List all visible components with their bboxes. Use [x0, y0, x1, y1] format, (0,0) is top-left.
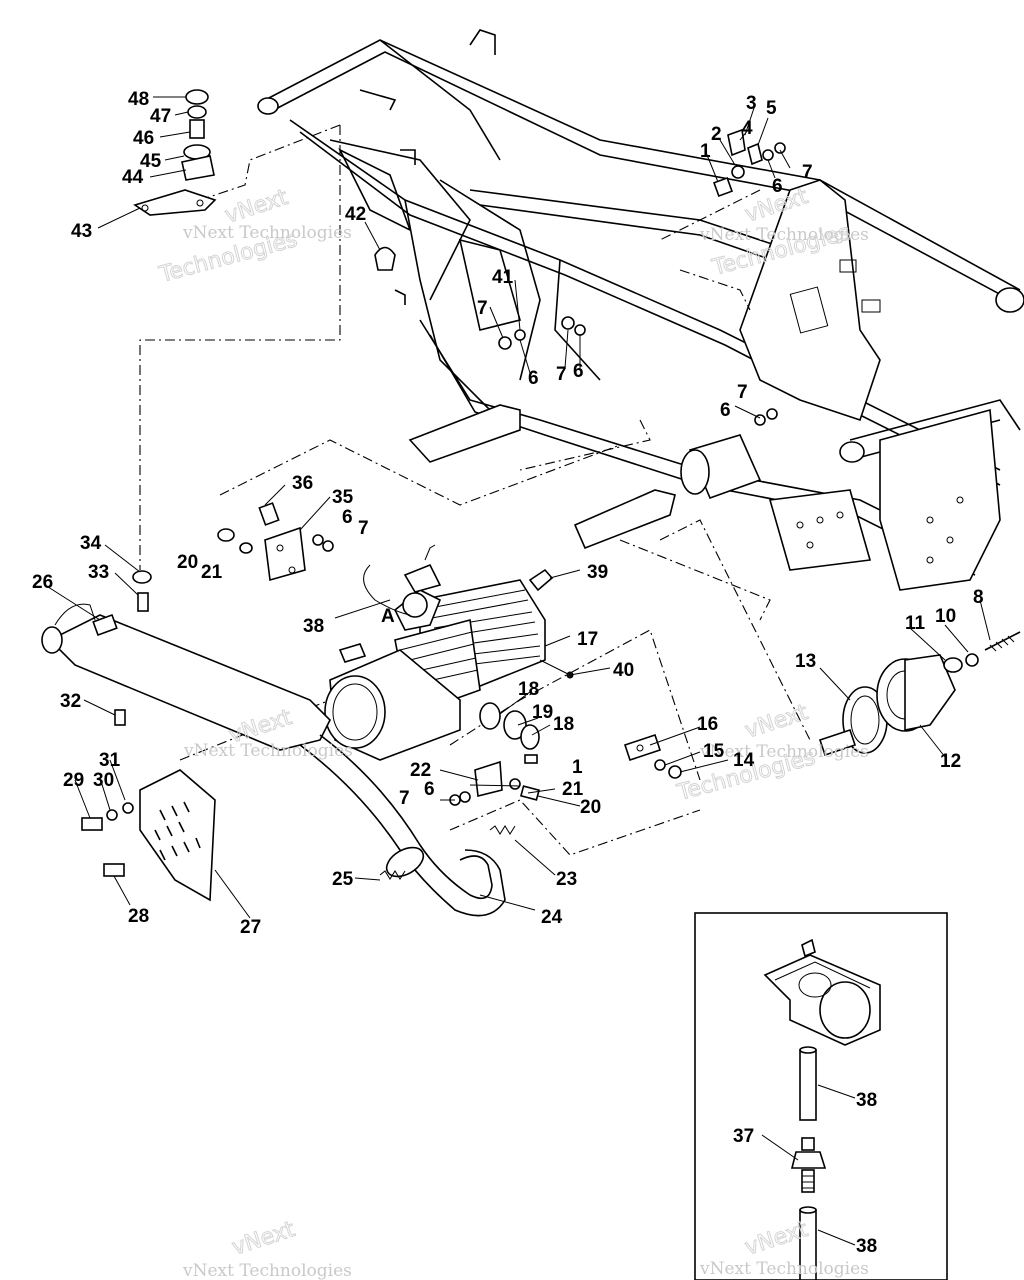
- callout-7-right: 7: [737, 382, 748, 403]
- callout-19: 19: [532, 702, 553, 723]
- callout-26: 26: [32, 572, 53, 593]
- callout-37: 37: [733, 1126, 754, 1147]
- callout-1-lower: 1: [572, 757, 583, 778]
- hardware-items: [81, 89, 786, 877]
- callout-44: 44: [122, 167, 144, 188]
- callout-5: 5: [766, 98, 777, 119]
- callout-22: 22: [410, 760, 431, 781]
- callout-6-right: 6: [720, 400, 731, 421]
- watermark-vnext-4: vNext: [742, 700, 811, 744]
- callout-27: 27: [240, 917, 261, 938]
- carburetor-inset: [694, 912, 948, 1280]
- callout-43: 43: [71, 221, 92, 242]
- callout-18-bottom: 18: [553, 714, 574, 735]
- callout-48: 48: [128, 89, 149, 110]
- callout-16: 16: [697, 714, 718, 735]
- callout-labels: 48 47 46 45 44 43 42 41 40 39 38 38 38 3…: [32, 89, 984, 1257]
- callout-38-inset-top: 38: [856, 1090, 877, 1111]
- callout-6-top-right: 6: [772, 176, 783, 197]
- callout-41: 41: [492, 267, 514, 288]
- watermark-line-5: vNext Technologies: [182, 1261, 352, 1280]
- callout-4: 4: [742, 118, 753, 139]
- callout-30: 30: [93, 770, 114, 791]
- callout-7-mid-left: 7: [477, 298, 488, 319]
- watermark-line-2: vNext Technologies: [699, 225, 869, 245]
- exhaust-assembly: [41, 603, 516, 917]
- callout-20-right: 20: [580, 797, 601, 818]
- callout-38-inset-bottom: 38: [856, 1236, 877, 1257]
- callout-20-left: 20: [177, 552, 198, 573]
- callout-8: 8: [973, 587, 984, 608]
- callout-7-mid: 7: [556, 364, 567, 385]
- callout-21-right: 21: [562, 779, 584, 800]
- callout-32: 32: [60, 691, 81, 712]
- drive-clutch: [623, 631, 1021, 779]
- watermark-vnext-5: vNext: [229, 1217, 298, 1261]
- callout-14: 14: [733, 750, 755, 771]
- callout-11: 11: [905, 613, 926, 634]
- callout-46: 46: [133, 128, 154, 149]
- callout-2: 2: [711, 124, 722, 145]
- callout-6-mid: 6: [573, 361, 584, 382]
- callout-7-plate: 7: [358, 518, 369, 539]
- callout-29: 29: [63, 770, 84, 791]
- callout-45: 45: [140, 151, 162, 172]
- callout-1-top: 1: [700, 141, 711, 162]
- engine-assembly: [324, 544, 574, 761]
- callout-A: A: [381, 606, 395, 627]
- callout-15: 15: [703, 741, 725, 762]
- callout-21-left: 21: [201, 562, 223, 583]
- callout-34: 34: [80, 533, 102, 554]
- callout-13: 13: [795, 651, 816, 672]
- frame-assembly: [257, 29, 1024, 591]
- callout-47: 47: [150, 106, 171, 127]
- callout-42: 42: [345, 204, 366, 225]
- callout-33: 33: [88, 562, 109, 583]
- watermark-line-4: vNext Technologies: [699, 742, 869, 762]
- watermark-line-1: vNext Technologies: [182, 223, 352, 243]
- callout-7-lower: 7: [399, 788, 410, 809]
- leader-lines: [44, 96, 991, 919]
- callout-39: 39: [587, 562, 608, 583]
- callout-6-lower: 6: [424, 779, 435, 800]
- callout-35: 35: [332, 487, 354, 508]
- callout-12: 12: [940, 751, 961, 772]
- callout-28: 28: [128, 906, 149, 927]
- callout-38-engine: 38: [303, 616, 324, 637]
- callout-31: 31: [99, 750, 121, 771]
- callout-40: 40: [613, 660, 634, 681]
- watermark-line-3: vNext Technologies: [183, 741, 353, 761]
- callout-3: 3: [746, 93, 757, 114]
- callout-18-top: 18: [518, 679, 539, 700]
- callout-23: 23: [556, 869, 577, 890]
- watermark-line-6: vNext Technologies: [699, 1259, 869, 1279]
- callout-17: 17: [577, 629, 598, 650]
- callout-24: 24: [541, 907, 563, 928]
- heat-shield: [139, 769, 216, 902]
- callout-10: 10: [935, 606, 956, 627]
- callout-7-top-right: 7: [802, 162, 813, 183]
- callout-25: 25: [332, 869, 354, 890]
- callout-6-plate: 6: [342, 507, 353, 528]
- callout-36: 36: [292, 473, 313, 494]
- callout-6-mid-left: 6: [528, 368, 539, 389]
